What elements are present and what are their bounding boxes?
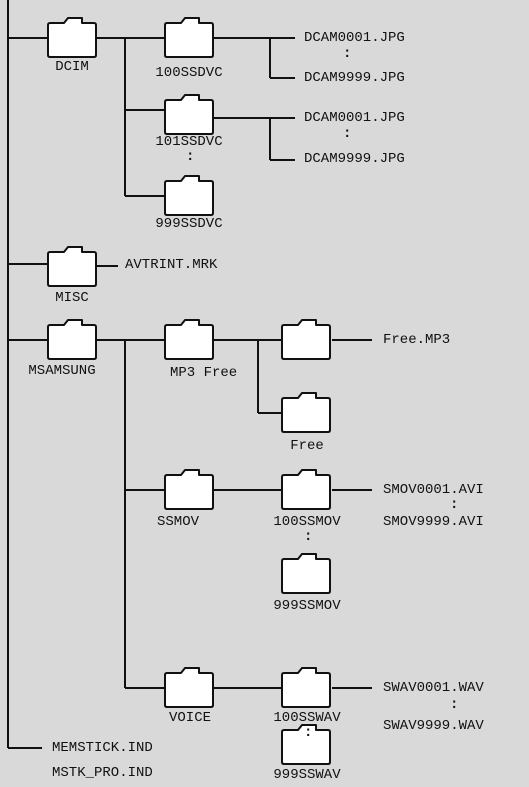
- file-label-smov-last: SMOV9999.AVI: [383, 514, 484, 530]
- folder-label-100ssdvc: 100SSDVC: [155, 65, 223, 81]
- file-label-dcam-last-100: DCAM9999.JPG: [304, 70, 405, 86]
- ellipsis-dcam-100: :: [343, 46, 352, 62]
- ellipsis-ssmov: :: [304, 529, 313, 545]
- folder-icon-999sswav: [281, 724, 331, 765]
- file-label-swav-first: SWAV0001.WAV: [383, 680, 484, 696]
- folder-icon-ssmov: [164, 469, 214, 510]
- folder-icon-999ssdvc: [164, 175, 214, 216]
- folder-label-101ssdvc: 101SSDVC: [155, 134, 223, 150]
- folder-label-misc: MISC: [55, 290, 89, 306]
- file-label-free-mp3: Free.MP3: [383, 332, 451, 348]
- folder-icon-999ssmov: [281, 553, 331, 594]
- file-label-memstick: MEMSTICK.IND: [52, 740, 153, 756]
- folder-icon-dcim: [47, 17, 97, 58]
- folder-label-free: Free: [290, 438, 324, 454]
- file-label-mstk-pro: MSTK_PRO.IND: [52, 765, 153, 781]
- file-label-avtrint: AVTRINT.MRK: [125, 257, 218, 273]
- folder-icon-free-a: [281, 319, 331, 360]
- ellipsis-swav: :: [450, 697, 459, 713]
- folder-icon-misc: [47, 246, 97, 287]
- folder-icon-free-b: [281, 392, 331, 433]
- folder-label-999ssdvc: 999SSDVC: [155, 216, 223, 232]
- folder-label-999ssmov: 999SSMOV: [273, 598, 341, 614]
- folder-label-voice: VOICE: [168, 710, 212, 726]
- folder-icon-101ssdvc: [164, 94, 214, 135]
- ellipsis-sswav: :: [304, 725, 313, 741]
- folder-icon-mp3-free: [164, 319, 214, 360]
- folder-icon-msamsung: [47, 319, 97, 360]
- folder-label-100sswav: 100SSWAV: [273, 710, 341, 726]
- folder-label-dcim: DCIM: [55, 59, 89, 75]
- ellipsis-ssdvc: :: [186, 149, 195, 165]
- folder-label-mp3-free: MP3 Free: [170, 365, 238, 381]
- folder-icon-100ssdvc: [164, 17, 214, 58]
- folder-label-100ssmov: 100SSMOV: [273, 514, 341, 530]
- folder-label-999sswav: 999SSWAV: [273, 767, 341, 783]
- folder-label-ssmov: SSMOV: [156, 514, 200, 530]
- folder-icon-100sswav: [281, 667, 331, 708]
- file-label-smov-first: SMOV0001.AVI: [383, 482, 484, 498]
- file-label-dcam-first-101: DCAM0001.JPG: [304, 110, 405, 126]
- file-label-dcam-first-100: DCAM0001.JPG: [304, 30, 405, 46]
- ellipsis-dcam-101: :: [343, 126, 352, 142]
- folder-icon-voice: [164, 667, 214, 708]
- folder-label-msamsung: MSAMSUNG: [28, 363, 96, 379]
- ellipsis-smov: :: [450, 497, 459, 513]
- file-label-dcam-last-101: DCAM9999.JPG: [304, 151, 405, 167]
- folder-icon-100ssmov: [281, 469, 331, 510]
- file-label-swav-last: SWAV9999.WAV: [383, 718, 484, 734]
